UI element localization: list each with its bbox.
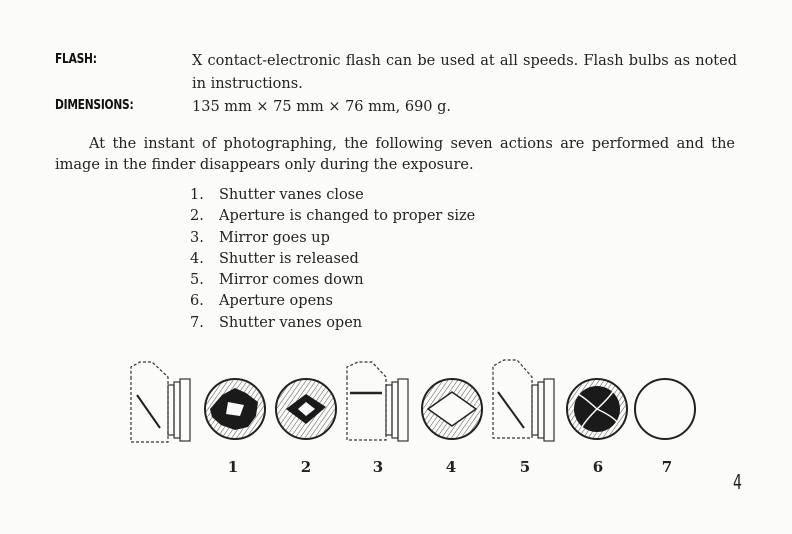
step-text: Shutter vanes close [219, 187, 364, 203]
flash-label: FLASH: [55, 52, 97, 67]
lens-aperture-set-icon [275, 378, 337, 440]
figure-label-4: 4 [446, 458, 456, 476]
dimensions-label: DIMENSIONS: [55, 98, 134, 113]
step-text: Mirror comes down [219, 272, 364, 289]
figure-label-2: 2 [301, 458, 311, 476]
figure-label-1: 1 [228, 458, 238, 476]
step-text: Aperture is changed to proper size [219, 208, 476, 225]
figure-label-5: 5 [520, 458, 530, 476]
step-number: 2. [190, 208, 204, 225]
step-text: Shutter is released [219, 250, 359, 267]
step-item: 3. Mirror goes up [190, 228, 475, 249]
step-item: 5. Mirror comes down [190, 270, 475, 291]
step-number: 1. [190, 187, 204, 203]
step-item: 7. Shutter vanes open [190, 313, 475, 334]
page-number: 4 [733, 470, 742, 494]
step-item: 4. Shutter is released [190, 249, 475, 270]
step-number: 5. [190, 272, 204, 289]
step-item: 6. Aperture opens [190, 291, 475, 312]
lens-aperture-opens-icon [566, 378, 628, 440]
shutter-sequence-diagram: 1 2 3 4 5 6 7 [130, 359, 696, 476]
figure-label-6: 6 [593, 458, 603, 476]
action-steps-list: 1. Shutter vanes close 2. Aperture is chan… [190, 185, 475, 334]
lens-shutter-released-icon [421, 378, 483, 440]
step-item: 1. Shutter vanes close [190, 185, 475, 206]
step-number: 6. [190, 293, 204, 310]
step-text: Mirror goes up [219, 229, 330, 246]
figure-label-7: 7 [662, 458, 672, 476]
step-item: 2. Aperture is changed to proper size [190, 206, 475, 227]
camera-body-mirror-up-icon [346, 361, 409, 442]
step-number: 3. [190, 229, 204, 246]
camera-body-mirror-down-icon [492, 359, 555, 442]
lens-vanes-open-icon [634, 378, 696, 440]
step-number: 7. [190, 314, 204, 331]
step-text: Aperture opens [219, 293, 333, 310]
figure-label-3: 3 [373, 458, 383, 476]
intro-paragraph: At the instant of photographing, the fol… [55, 136, 735, 173]
dimensions-value: 135 mm × 75 mm × 76 mm, 690 g. [192, 99, 452, 115]
flash-value: X contact-electronic flash can be used a… [192, 53, 737, 92]
lens-vanes-closing-icon [204, 378, 266, 440]
camera-body-icon [130, 361, 191, 443]
step-text: Shutter vanes open [219, 314, 363, 331]
step-number: 4. [190, 250, 204, 267]
